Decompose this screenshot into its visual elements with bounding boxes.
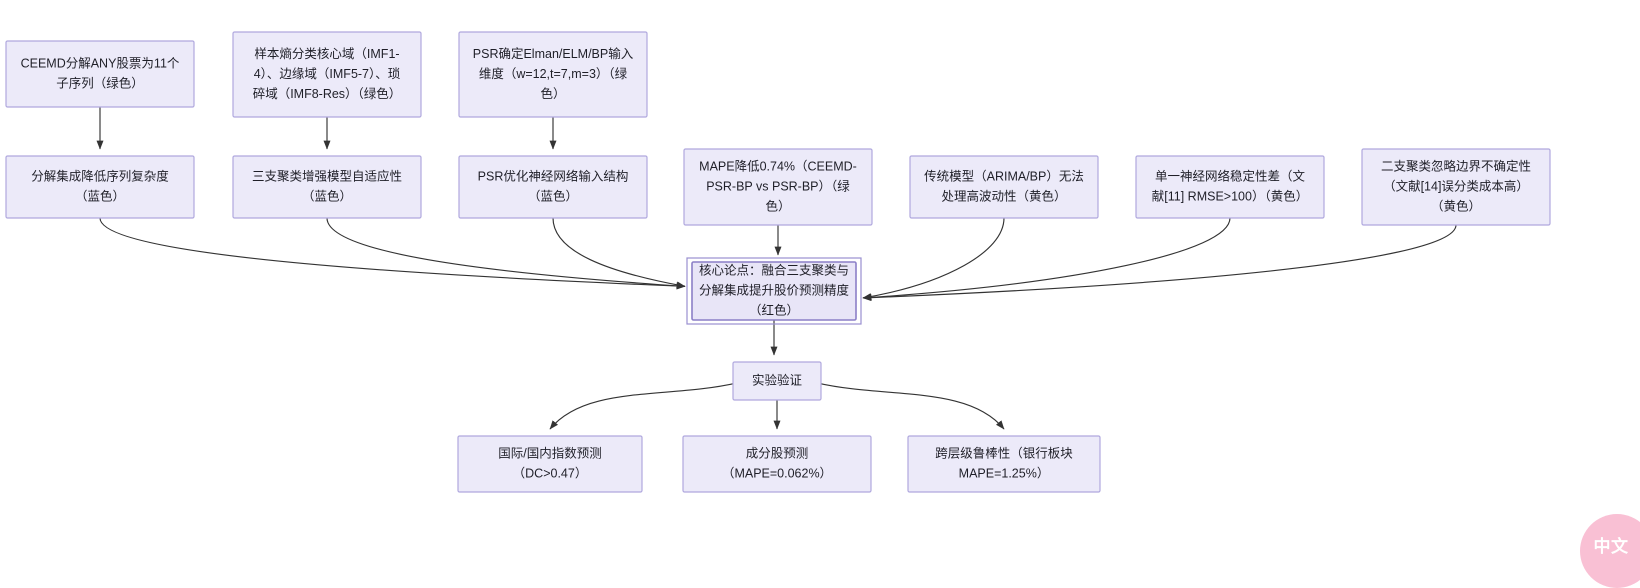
node-label-line: 色） (765, 198, 790, 213)
node-label-line: 分解集成提升股价预测精度 (699, 282, 850, 297)
node-box[interactable] (5, 40, 195, 108)
node-label-line: 4）、边缘域（IMF5-7）、琐 (254, 66, 401, 81)
node-label-line: （文献[14]误分类成本高） (1383, 178, 1529, 193)
node-label-line: （DC>0.47） (513, 466, 588, 480)
node-box[interactable] (5, 155, 195, 219)
flow-edge-n8-to-n11 (862, 217, 1005, 300)
node-label-line: CEEMD分解ANY股票为11个 (21, 56, 180, 70)
flow-edge-n5-to-n11 (326, 217, 686, 290)
flow-edge-n12-to-n13 (549, 382, 738, 430)
node-box[interactable] (907, 435, 1101, 493)
node-label-line: （MAPE=0.062%） (722, 466, 832, 480)
flow-node-n6[interactable]: PSR优化神经网络输入结构 （蓝色） (458, 155, 648, 219)
node-label-line: 献[11] RMSE>100）（黄色） (1152, 188, 1308, 203)
flow-edge-n9-to-n11 (862, 217, 1231, 301)
node-emphasis-frame (686, 257, 862, 325)
flow-edge-n6-to-n11 (552, 217, 686, 289)
node-label-line: MAPE=1.25%） (959, 466, 1050, 480)
flow-node-n12[interactable]: 实验验证 (732, 361, 822, 401)
node-label-line: 传统模型（ARIMA/BP）无法 (924, 168, 1084, 183)
flow-node-n15[interactable]: 跨层级鲁棒性（银行板块 MAPE=1.25%） (907, 435, 1101, 493)
flow-node-n7[interactable]: MAPE降低0.74%（CEEMD- PSR-BP vs PSR-BP）（绿色） (683, 148, 873, 226)
node-box[interactable] (682, 435, 872, 493)
flow-node-n5[interactable]: 三支聚类增强模型自适应性 （蓝色） (232, 155, 422, 219)
flow-edge-n10-to-n11 (862, 224, 1457, 302)
node-label-line: （蓝色） (302, 188, 352, 203)
node-label-line: 国际/国内指数预测 (498, 445, 601, 460)
node-label-line: PSR-BP vs PSR-BP）（绿 (706, 178, 850, 193)
node-box[interactable] (691, 261, 857, 321)
node-box[interactable] (1135, 155, 1325, 219)
watermark-badge: 中文 (1580, 514, 1640, 588)
node-label-line: 维度（w=12,t=7,m=3）（绿 (479, 66, 628, 81)
flow-node-n4[interactable]: 分解集成降低序列复杂度 （蓝色） (5, 155, 195, 219)
flow-node-n2[interactable]: 样本熵分类核心域（IMF1- 4）、边缘域（IMF5-7）、琐碎域（IMF8-Re… (232, 31, 422, 118)
node-label-line: （红色） (749, 302, 799, 317)
node-box[interactable] (909, 155, 1099, 219)
node-label-line: 实验验证 (752, 372, 803, 387)
node-label-line: 三支聚类增强模型自适应性 (252, 168, 402, 183)
node-label-line: 碎域（IMF8-Res）（绿色） (253, 86, 402, 101)
node-box[interactable] (457, 435, 643, 493)
flow-edge-n12-to-n15 (816, 382, 1005, 430)
flow-node-n13[interactable]: 国际/国内指数预测 （DC>0.47） (457, 435, 643, 493)
node-label-line: 样本熵分类核心域（IMF1- (254, 46, 399, 61)
node-label-line: （蓝色） (75, 188, 125, 203)
watermark-label: 中文 (1593, 537, 1629, 557)
node-label-line: 分解集成降低序列复杂度 (31, 168, 169, 183)
node-box[interactable] (1361, 148, 1551, 226)
node-label-line: MAPE降低0.74%（CEEMD- (699, 159, 857, 173)
node-label-line: 跨层级鲁棒性（银行板块 (935, 446, 1073, 460)
node-label-line: 子序列（绿色） (56, 75, 144, 90)
node-label-line: （蓝色） (528, 188, 578, 203)
node-label-line: PSR优化神经网络输入结构 (478, 168, 629, 183)
node-label-line: 核心论点：融合三支聚类与 (699, 262, 849, 277)
node-box[interactable] (232, 155, 422, 219)
node-label-line: 色） (540, 86, 565, 101)
node-box[interactable] (683, 148, 873, 226)
flow-edge-n4-to-n11 (99, 217, 686, 290)
node-label-line: PSR确定Elman/ELM/BP输入 (473, 46, 634, 61)
node-label-line: 二支聚类忽略边界不确定性 (1381, 158, 1531, 173)
node-label-line: 单一神经网络稳定性差（文 (1155, 168, 1306, 183)
node-label-line: 成分股预测 (746, 446, 809, 460)
flow-node-n14[interactable]: 成分股预测 （MAPE=0.062%） (682, 435, 872, 493)
node-box[interactable] (232, 31, 422, 118)
node-box[interactable] (458, 31, 648, 118)
flow-node-n10[interactable]: 二支聚类忽略边界不确定性 （文献[14]误分类成本高） （黄色） (1361, 148, 1551, 226)
edge-layer (96, 107, 1457, 430)
node-box[interactable] (458, 155, 648, 219)
flow-node-n9[interactable]: 单一神经网络稳定性差（文献[11] RMSE>100）（黄色） (1135, 155, 1325, 219)
node-label-line: （黄色） (1431, 198, 1481, 213)
node-box[interactable] (732, 361, 822, 401)
node-label-line: 处理高波动性（黄色） (941, 188, 1066, 203)
